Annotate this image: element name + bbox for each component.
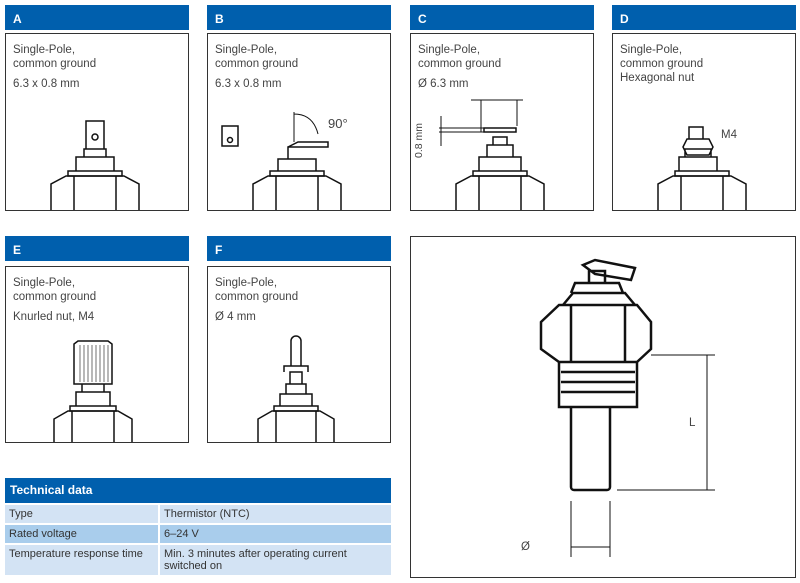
text: Hexagonal nut bbox=[620, 72, 695, 84]
row-value: 6–24 V bbox=[164, 528, 199, 540]
variant-a-header: A bbox=[5, 5, 189, 30]
angle-label: 90° bbox=[328, 116, 348, 131]
thickness-label: 0.8 mm bbox=[413, 122, 425, 158]
variant-f-header: F bbox=[207, 236, 391, 261]
table-row: Type Thermistor (NTC) bbox=[5, 503, 391, 523]
variant-c-panel: Single-Pole, common ground Ø 6.3 mm 0.8 mm bbox=[410, 33, 594, 211]
text: Single-Pole, bbox=[13, 44, 76, 56]
sensor-main-drawing bbox=[539, 258, 715, 557]
variant-c-header: C bbox=[410, 5, 594, 30]
text: common ground bbox=[13, 291, 97, 303]
text: common ground bbox=[13, 58, 97, 70]
table-title: Technical data bbox=[5, 478, 391, 503]
sensor-dimension-panel: L Ø bbox=[410, 236, 796, 578]
text: Single-Pole, bbox=[215, 277, 278, 289]
variant-d-header: D bbox=[612, 5, 796, 30]
detail: 6.3 x 0.8 mm bbox=[215, 78, 282, 90]
variant-b-header: B bbox=[207, 5, 391, 30]
variant-e-header: E bbox=[5, 236, 189, 261]
text: common ground bbox=[620, 58, 704, 70]
row-value: Min. 3 minutes after operating current s… bbox=[164, 548, 347, 572]
row-key: Rated voltage bbox=[5, 525, 160, 543]
detail: 6.3 x 0.8 mm bbox=[13, 78, 80, 90]
text: Single-Pole, bbox=[13, 277, 76, 289]
detail: Ø 6.3 mm bbox=[418, 78, 469, 90]
text: Single-Pole, bbox=[620, 44, 683, 56]
variant-a-panel: Single-Pole, common ground 6.3 x 0.8 mm bbox=[5, 33, 189, 211]
sensor-d-drawing bbox=[657, 126, 747, 210]
diameter-label: Ø bbox=[521, 541, 530, 553]
technical-data-table: Technical data Type Thermistor (NTC) Rate… bbox=[5, 478, 391, 575]
length-label: L bbox=[689, 417, 696, 429]
table-row: Rated voltage 6–24 V bbox=[5, 523, 391, 543]
text: common ground bbox=[418, 58, 502, 70]
sensor-b-drawing bbox=[221, 112, 342, 210]
sensor-e-drawing bbox=[53, 340, 133, 442]
sensor-f-drawing bbox=[257, 335, 335, 442]
row-key: Type bbox=[5, 505, 160, 523]
thread-label: M4 bbox=[721, 129, 737, 141]
variant-b-panel: Single-Pole, common ground 6.3 x 0.8 mm 90… bbox=[207, 33, 391, 211]
text: common ground bbox=[215, 58, 299, 70]
row-key: Temperature response time bbox=[5, 545, 160, 575]
text: Single-Pole, bbox=[418, 44, 481, 56]
row-value: Thermistor (NTC) bbox=[164, 508, 250, 520]
detail: Knurled nut, M4 bbox=[13, 311, 95, 323]
sensor-a-drawing bbox=[50, 120, 140, 210]
detail: Ø 4 mm bbox=[215, 311, 256, 323]
text: common ground bbox=[215, 291, 299, 303]
sensor-c-drawing bbox=[439, 99, 545, 210]
text: Single-Pole, bbox=[215, 44, 278, 56]
variant-f-panel: Single-Pole, common ground Ø 4 mm bbox=[207, 266, 391, 443]
